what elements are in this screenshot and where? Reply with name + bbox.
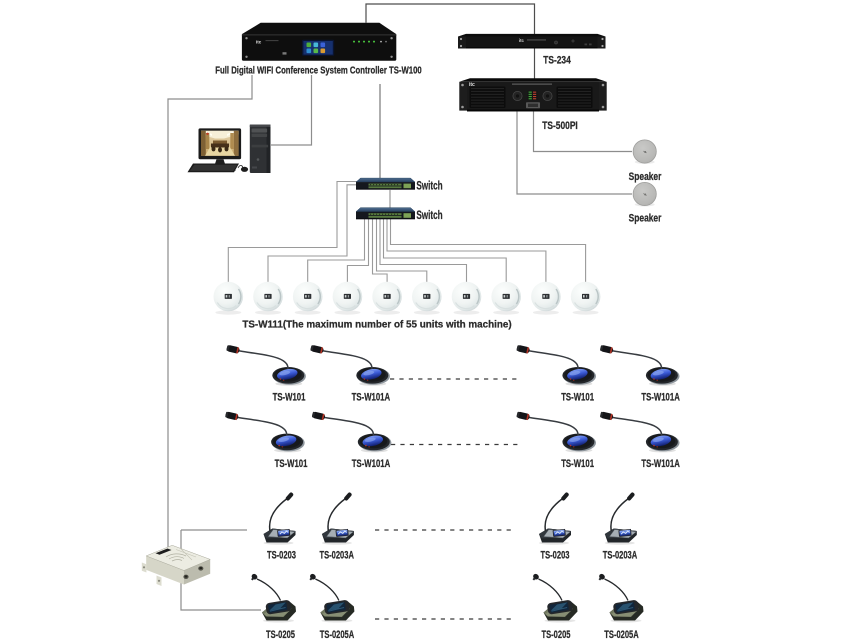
svg-text:itc: itc <box>519 38 525 43</box>
svg-text:TS-W111(The maximum number of: TS-W111(The maximum number of 55 units w… <box>242 319 511 330</box>
svg-text:TS-0203A: TS-0203A <box>319 549 354 561</box>
svg-text:TS-0205A: TS-0205A <box>604 629 639 640</box>
svg-text:TS-0205A: TS-0205A <box>320 629 355 640</box>
svg-text:TS-0203: TS-0203 <box>541 549 570 561</box>
svg-text:Speaker: Speaker <box>629 213 662 225</box>
svg-text:TS-W101A: TS-W101A <box>641 390 680 403</box>
svg-text:TS-W101A: TS-W101A <box>641 457 680 470</box>
svg-text:TS-W101: TS-W101 <box>275 457 308 470</box>
svg-text:TS-0203: TS-0203 <box>267 549 296 561</box>
svg-text:TS-W101: TS-W101 <box>561 390 594 403</box>
svg-text:Switch: Switch <box>416 210 442 223</box>
svg-text:Switch: Switch <box>416 180 442 193</box>
svg-text:itc: itc <box>256 40 262 45</box>
svg-text:TS-W101A: TS-W101A <box>352 457 391 470</box>
svg-text:TS-W101: TS-W101 <box>561 457 594 470</box>
svg-text:TS-234: TS-234 <box>543 55 571 67</box>
svg-text:TS-0203A: TS-0203A <box>603 549 638 561</box>
svg-text:TS-W101: TS-W101 <box>273 390 306 403</box>
svg-text:Full Digital WIFI Conference S: Full Digital WIFI Conference System Cont… <box>215 64 421 75</box>
svg-text:Speaker: Speaker <box>629 171 662 183</box>
svg-text:TS-500PI: TS-500PI <box>542 120 578 132</box>
svg-text:itc: itc <box>469 82 475 88</box>
svg-text:TS-0205: TS-0205 <box>266 629 295 640</box>
svg-text:TS-0205: TS-0205 <box>542 629 571 640</box>
svg-text:TS-W101A: TS-W101A <box>352 390 391 403</box>
